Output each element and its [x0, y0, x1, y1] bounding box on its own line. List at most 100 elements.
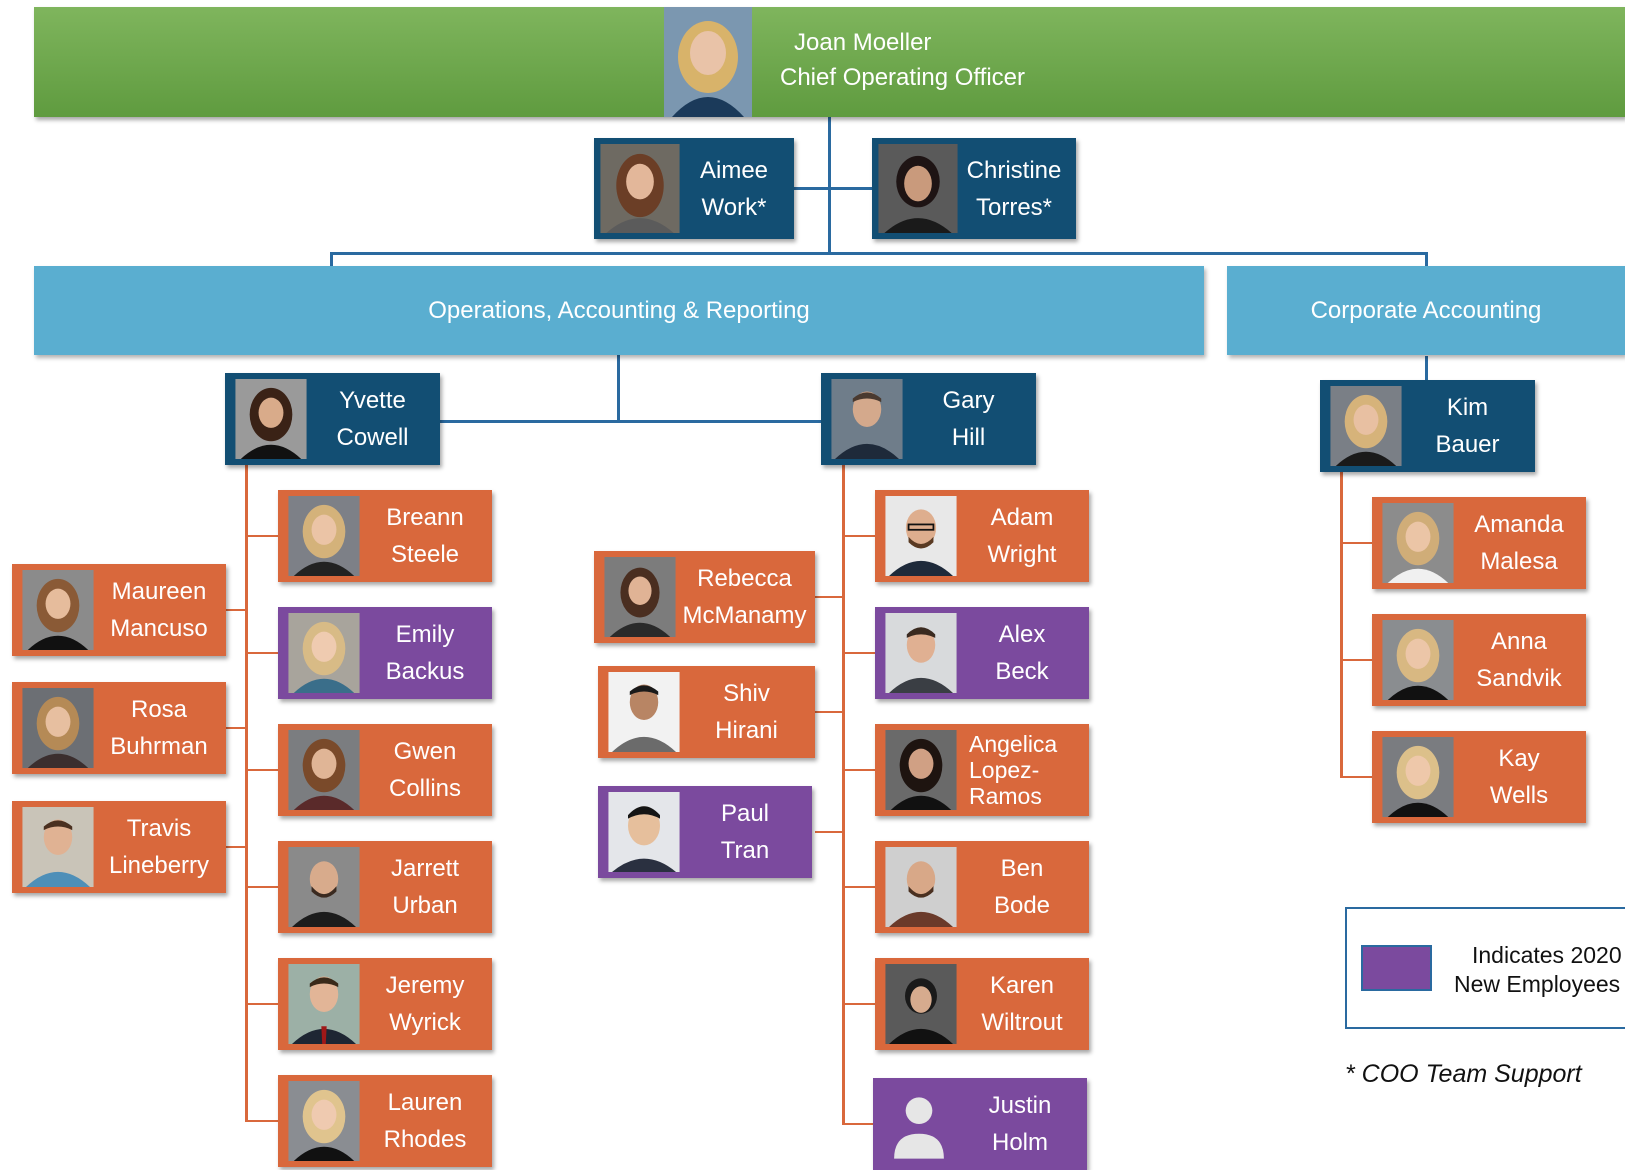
coo-title: Chief Operating Officer [780, 64, 1026, 91]
avatar [881, 964, 961, 1044]
first-name: Aimee [699, 156, 769, 184]
oar-drop-line [330, 252, 333, 268]
last-name: Hill [951, 424, 986, 451]
avatar [878, 144, 958, 233]
gary-branch [842, 1003, 875, 1005]
avatar [284, 1081, 364, 1161]
legend-label-line2: New Employees [1454, 971, 1621, 997]
legend-box: Indicates 2020 New Employees [1345, 907, 1625, 1029]
legend-swatch [1361, 945, 1432, 991]
avatar [600, 557, 680, 637]
last-name: Malesa [1480, 548, 1558, 575]
gary-branch [842, 769, 875, 771]
last-name: McManamy [682, 602, 807, 629]
first-name: Kim [1446, 394, 1489, 421]
coo-trunk-line [828, 117, 831, 254]
last-name: Collins [388, 775, 462, 802]
yvette-branch [245, 1003, 278, 1005]
last-name: Rhodes [383, 1126, 467, 1153]
first-name: Shiv [723, 680, 770, 707]
last-name: Backus [385, 658, 465, 685]
avatar [18, 807, 98, 887]
support-connector [792, 187, 872, 190]
last-name: Mancuso [110, 615, 208, 642]
avatar [604, 792, 684, 872]
first-name: Alex [998, 621, 1046, 648]
first-name: Paul [720, 800, 770, 827]
oar-manager-bus [440, 420, 822, 423]
department-corp: Corporate Accounting [1227, 266, 1625, 355]
last-name: Lineberry [108, 852, 210, 879]
corp-drop-line [1425, 252, 1428, 268]
coo-photo [664, 7, 752, 117]
first-name: Maureen [111, 578, 207, 605]
last-name: Wyrick [389, 1009, 461, 1036]
first-name: Karen [989, 972, 1055, 999]
avatar [18, 688, 98, 768]
first-name: Rebecca [697, 565, 792, 592]
last-name: Cowell [336, 424, 409, 451]
first-name: Gwen [393, 738, 457, 765]
last-name: Hirani [715, 717, 778, 744]
legend-note: * COO Team Support [1345, 1060, 1582, 1088]
last-name: Bode [993, 892, 1051, 919]
last-name: Buhrman [110, 733, 208, 760]
last-name: Lopez- [969, 757, 1040, 783]
last-name: Tran [720, 837, 770, 864]
kim-branch [1340, 542, 1373, 544]
last-name: Holm [991, 1129, 1048, 1156]
first-name: Breann [386, 504, 464, 531]
first-name: Amanda [1474, 511, 1564, 538]
yvette-branch [245, 535, 278, 537]
left-col-branch [226, 609, 248, 611]
gary-branch [842, 886, 875, 888]
last-name: Torres* [975, 193, 1053, 221]
first-name: Kay [1498, 745, 1540, 772]
last-name: Work* [701, 193, 767, 221]
kim-trunk [1340, 472, 1343, 777]
legend-label-line1: Indicates 2020 [1472, 942, 1622, 968]
first-name: Anna [1490, 628, 1548, 655]
gary-trunk [842, 465, 845, 1125]
avatar [18, 570, 98, 650]
avatar [881, 730, 961, 810]
yvette-branch [245, 652, 278, 654]
gary-branch [842, 652, 875, 654]
avatar [231, 379, 311, 459]
avatar [604, 672, 684, 752]
avatar-placeholder-icon [879, 1084, 959, 1164]
last-name: Beck [995, 658, 1049, 685]
first-name: Emily [395, 621, 455, 648]
first-name: Lauren [387, 1089, 463, 1116]
avatar [1378, 737, 1458, 817]
first-name: Yvette [339, 387, 406, 414]
yvette-branch [245, 1120, 278, 1122]
last-name-extra: Ramos [969, 783, 1042, 809]
